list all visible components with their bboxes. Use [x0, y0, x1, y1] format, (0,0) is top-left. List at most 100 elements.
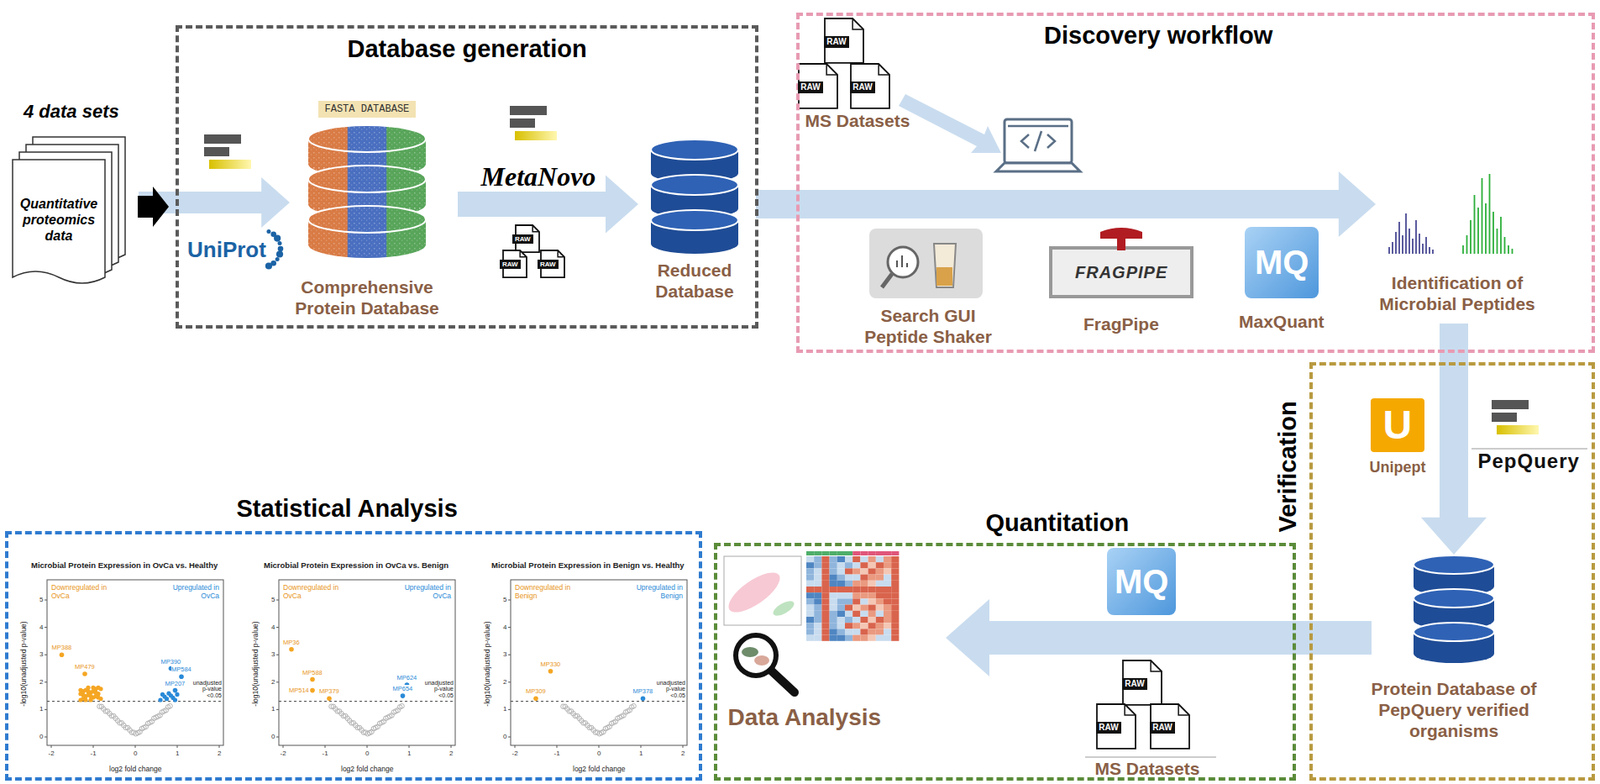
heatmap-cell — [821, 586, 829, 593]
node-label: Comprehensive Protein Database — [283, 276, 452, 319]
laptop-icon — [1007, 125, 1069, 152]
point-label: MP309 — [525, 687, 546, 695]
data-point — [548, 668, 554, 674]
heatmap-cell — [891, 622, 899, 629]
axis-tick: 1 — [39, 704, 43, 714]
bar-icon — [204, 146, 230, 157]
axis-tick: 3 — [39, 650, 43, 659]
data-point — [157, 697, 163, 702]
tick — [276, 599, 279, 601]
heatmap-cell — [806, 628, 814, 635]
node-label: Unipept — [1369, 458, 1427, 478]
heatmap-cell — [883, 567, 892, 574]
data-point — [164, 696, 169, 701]
database-cylinder — [1413, 622, 1495, 641]
heatmap-cell — [844, 628, 853, 635]
heatmap-cell — [837, 556, 845, 562]
raw-file-icon — [878, 63, 890, 75]
heatmap-cell — [844, 567, 853, 574]
heatmap-cell — [883, 574, 892, 581]
spectrum-peak — [1425, 236, 1427, 254]
heatmap-cell — [829, 580, 838, 587]
heatmap-cell — [876, 550, 884, 556]
heatmap-cell — [844, 574, 853, 581]
heatmap-cell — [821, 598, 829, 604]
raw-file-icon — [519, 250, 527, 258]
heatmap-cell — [891, 616, 899, 623]
tick — [44, 681, 48, 682]
heatmap-cell — [806, 604, 814, 611]
plot-note: unadjusted p-value <0.05 — [651, 679, 686, 699]
axis-tick: -2 — [48, 749, 55, 758]
spectrum-peak — [1496, 228, 1499, 254]
point-label: MP588 — [302, 668, 323, 677]
spectrum-peak — [1500, 216, 1502, 254]
node-label: FASTA DATABASE — [318, 100, 417, 118]
heatmap-cell — [860, 550, 868, 556]
axis-tick: 4 — [503, 623, 507, 632]
heatmap-cell — [876, 580, 884, 587]
tick — [276, 654, 279, 656]
axis-tick: 5 — [39, 595, 43, 604]
heatmap-cell — [860, 592, 868, 599]
spectrum-peak — [1492, 211, 1495, 254]
heatmap-cell — [860, 634, 868, 641]
heatmap-cell — [829, 634, 838, 641]
point-label: MP390 — [161, 657, 182, 666]
point-label: MP624 — [397, 673, 418, 682]
data-point — [85, 692, 90, 698]
heatmap-cell — [883, 598, 892, 604]
data-point — [59, 651, 65, 657]
rule-line — [1471, 448, 1588, 450]
data-point — [288, 646, 294, 652]
fragpipe-logo — [1100, 227, 1143, 251]
heatmap-cell — [837, 634, 845, 641]
tick — [93, 744, 95, 748]
axis-tick: 0 — [271, 732, 275, 741]
node-label: Reduced Database — [640, 259, 750, 302]
bar-icon — [209, 159, 252, 169]
raw-file-icon — [1150, 660, 1162, 672]
heatmap-cell — [852, 586, 861, 593]
bar-icon — [514, 131, 557, 141]
node-label: MQ — [1254, 241, 1309, 283]
heatmap-cell — [829, 556, 838, 562]
axis-tick: 2 — [271, 677, 275, 687]
heatmap-cell — [876, 622, 884, 629]
tick — [409, 744, 410, 748]
heatmap-cell — [883, 580, 892, 587]
heatmap-cell — [813, 628, 822, 635]
node-label: Microbial Protein Expression in OvCa vs.… — [31, 560, 218, 570]
heatmap-cell — [813, 574, 822, 581]
data-point — [93, 693, 98, 698]
heatmap-cell — [852, 561, 861, 568]
heatmap-cell — [891, 561, 899, 568]
threshold-line — [510, 700, 688, 702]
axis-tick: 2 — [681, 749, 685, 758]
heatmap-cell — [829, 567, 838, 574]
heatmap-cell — [821, 574, 829, 581]
heatmap-cell — [891, 610, 899, 617]
heatmap-cell — [844, 622, 853, 629]
heatmap-cell — [844, 592, 853, 599]
axis-tick: 3 — [503, 650, 507, 659]
heatmap-cell — [821, 610, 829, 617]
panel-heading: Database generation — [347, 34, 588, 64]
heatmap-cell — [891, 580, 899, 587]
data-point — [83, 687, 88, 693]
heatmap-cell — [806, 561, 814, 568]
heatmap-cell — [829, 622, 838, 629]
input-arrow — [898, 94, 1002, 153]
spectrum-peak — [1469, 220, 1472, 254]
node-label: MS Datasets — [1095, 757, 1201, 779]
heatmap-cell — [852, 634, 861, 641]
heatmap-cell — [860, 622, 868, 629]
database-texture — [308, 205, 426, 258]
heatmap-cell — [844, 556, 853, 562]
heatmap-cell — [868, 580, 877, 587]
heatmap-cell — [813, 567, 822, 574]
tick — [44, 654, 48, 656]
node-label: PepQuery — [1478, 449, 1580, 474]
data-point — [95, 685, 100, 690]
